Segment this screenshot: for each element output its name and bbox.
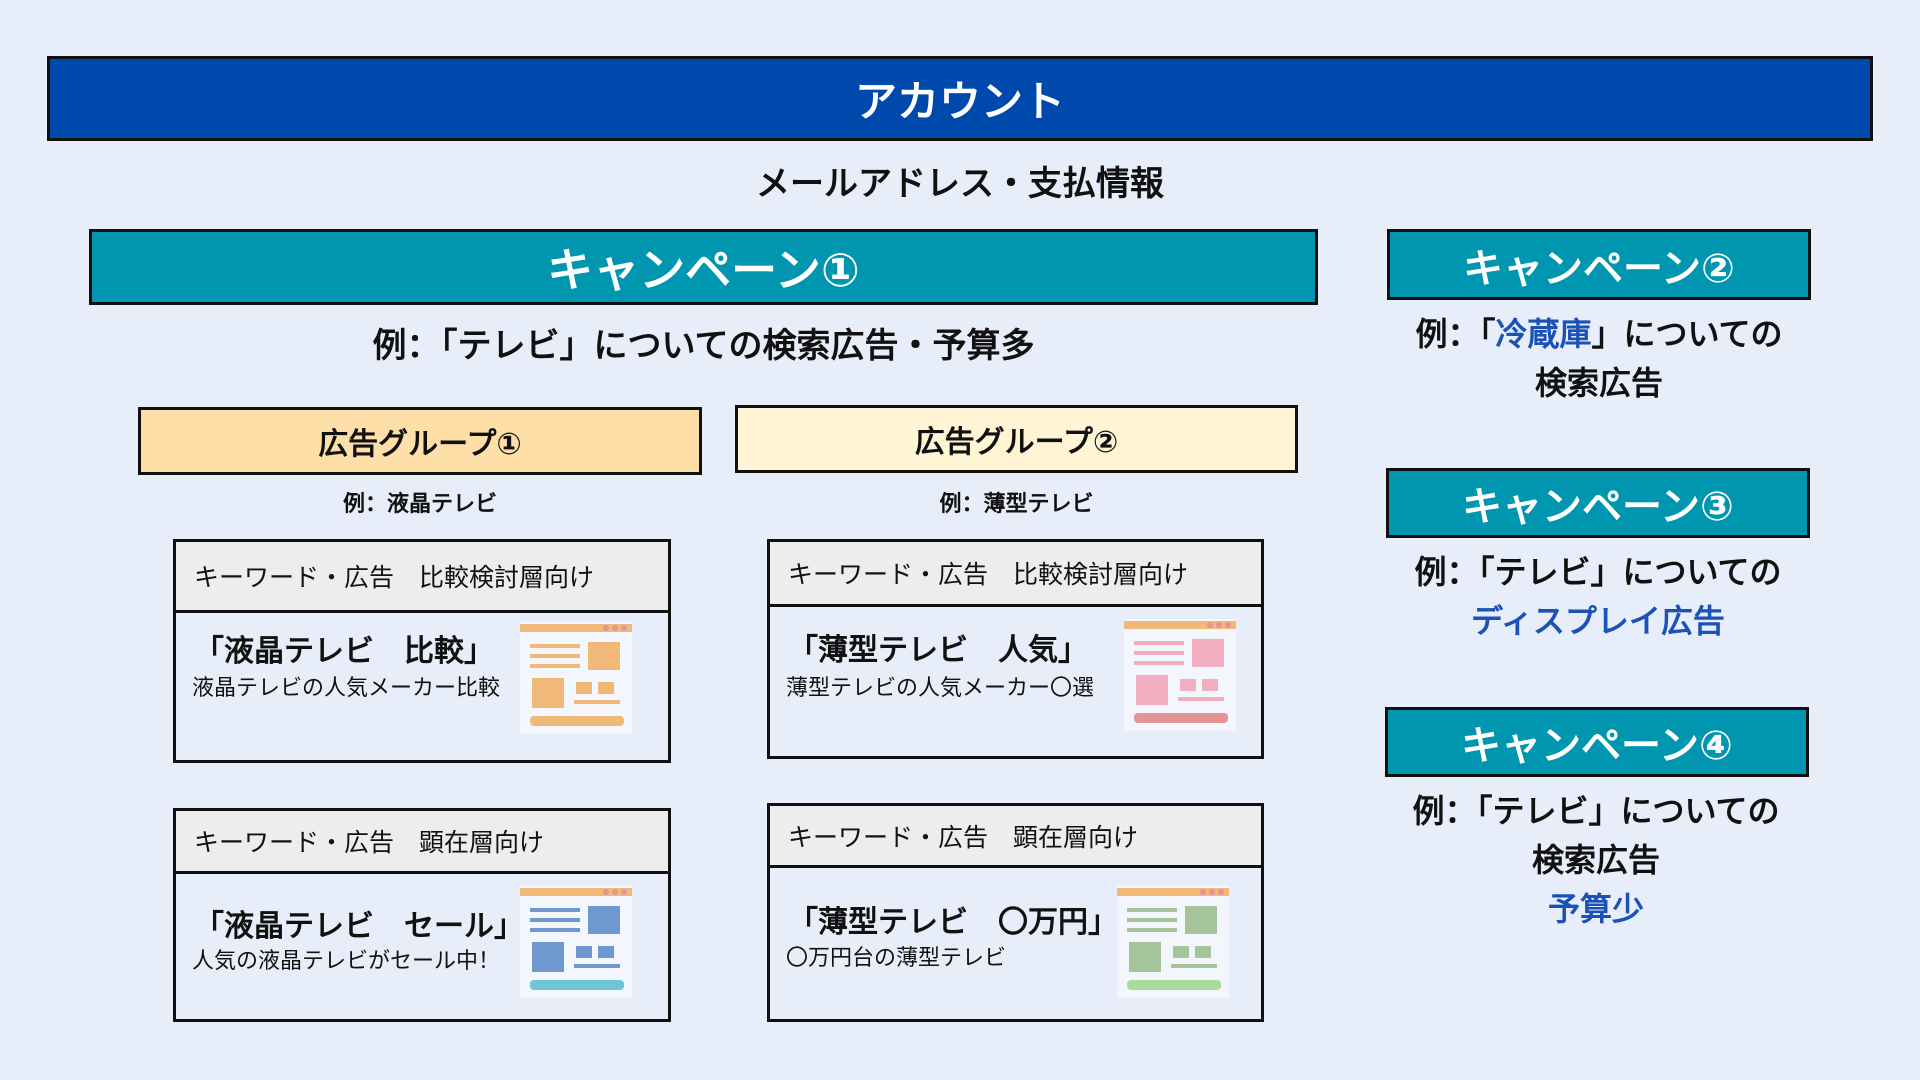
- ad-text: 〇万円台の薄型テレビ: [786, 946, 1007, 971]
- campaign-2-desc-suffix: 」についての: [1591, 315, 1783, 353]
- campaign-2-title: キャンペーン②: [1463, 245, 1735, 292]
- campaign-4-bar: キャンペーン④: [1385, 707, 1809, 777]
- keyword-title: 「薄型テレビ 人気」: [788, 633, 1088, 668]
- account-title: アカウント: [854, 77, 1065, 126]
- campaign-2-desc-line2: 検索広告: [1534, 364, 1663, 402]
- keyword-box-header: キーワード・広告 顕在層向け: [176, 811, 668, 874]
- ad-group-2-example: 例：薄型テレビ: [939, 492, 1094, 517]
- campaign-3-title: キャンペーン③: [1462, 484, 1734, 530]
- campaign-4-title: キャンペーン④: [1461, 723, 1733, 769]
- keyword-box-header: キーワード・広告 比較検討層向け: [770, 542, 1261, 607]
- webpage-icon: [520, 622, 632, 734]
- keyword-box-1-1: キーワード・広告 比較検討層向け 「液晶テレビ 比較」 液晶テレビの人気メーカー…: [173, 539, 671, 763]
- campaign-3-desc-highlight: ディスプレイ広告: [1471, 602, 1725, 640]
- keyword-box-2-2: キーワード・広告 顕在層向け 「薄型テレビ 〇万円」 〇万円台の薄型テレビ: [767, 803, 1264, 1022]
- ad-group-1-title: 広告グループ①: [318, 427, 522, 462]
- campaign-2-desc: 例：「冷蔵庫」についての 検索広告: [1359, 310, 1839, 408]
- keyword-title: 「薄型テレビ 〇万円」: [788, 905, 1118, 940]
- keyword-box-header: キーワード・広告 比較検討層向け: [176, 542, 668, 613]
- campaign-1-title: キャンペーン①: [547, 243, 860, 297]
- campaign-1-bar: キャンペーン①: [89, 229, 1318, 305]
- keyword-title: 「液晶テレビ セール」: [194, 909, 524, 944]
- keyword-title: 「液晶テレビ 比較」: [194, 634, 494, 669]
- account-subtitle: メールアドレス・支払情報: [756, 164, 1164, 204]
- campaign-2-bar: キャンペーン②: [1387, 229, 1811, 300]
- campaign-4-desc: 例：「テレビ」についての 検索広告 予算少: [1356, 787, 1836, 934]
- webpage-icon: [520, 886, 632, 998]
- keyword-box-header: キーワード・広告 顕在層向け: [770, 806, 1261, 868]
- keyword-box-2-1: キーワード・広告 比較検討層向け 「薄型テレビ 人気」 薄型テレビの人気メーカー…: [767, 539, 1264, 759]
- account-bar: アカウント: [47, 56, 1873, 141]
- ad-text: 薄型テレビの人気メーカー〇選: [786, 676, 1095, 701]
- campaign-2-desc-highlight: 冷蔵庫: [1495, 315, 1592, 353]
- ad-text: 液晶テレビの人気メーカー比較: [192, 676, 501, 701]
- webpage-icon: [1117, 886, 1229, 998]
- campaign-3-desc-line1: 例：「テレビ」についての: [1414, 553, 1782, 591]
- ad-group-1-example: 例：液晶テレビ: [342, 492, 497, 517]
- ad-group-1-header: 広告グループ①: [138, 407, 702, 475]
- campaign-2-desc-prefix: 例：「: [1415, 315, 1496, 353]
- campaign-3-desc: 例：「テレビ」についての ディスプレイ広告: [1358, 548, 1838, 646]
- campaign-3-bar: キャンペーン③: [1386, 468, 1810, 538]
- keyword-box-1-2: キーワード・広告 顕在層向け 「液晶テレビ セール」 人気の液晶テレビがセール中…: [173, 808, 671, 1022]
- webpage-icon: [1124, 619, 1236, 731]
- ad-group-2-title: 広告グループ②: [914, 425, 1119, 460]
- ad-text: 人気の液晶テレビがセール中！: [192, 949, 501, 974]
- campaign-1-desc: 例：「テレビ」についての検索広告・予算多: [372, 326, 1035, 366]
- campaign-4-desc-highlight: 予算少: [1547, 890, 1644, 928]
- campaign-4-desc-line2: 検索広告: [1531, 841, 1660, 879]
- campaign-4-desc-line1: 例：「テレビ」についての: [1412, 792, 1780, 830]
- ad-group-2-header: 広告グループ②: [735, 405, 1298, 473]
